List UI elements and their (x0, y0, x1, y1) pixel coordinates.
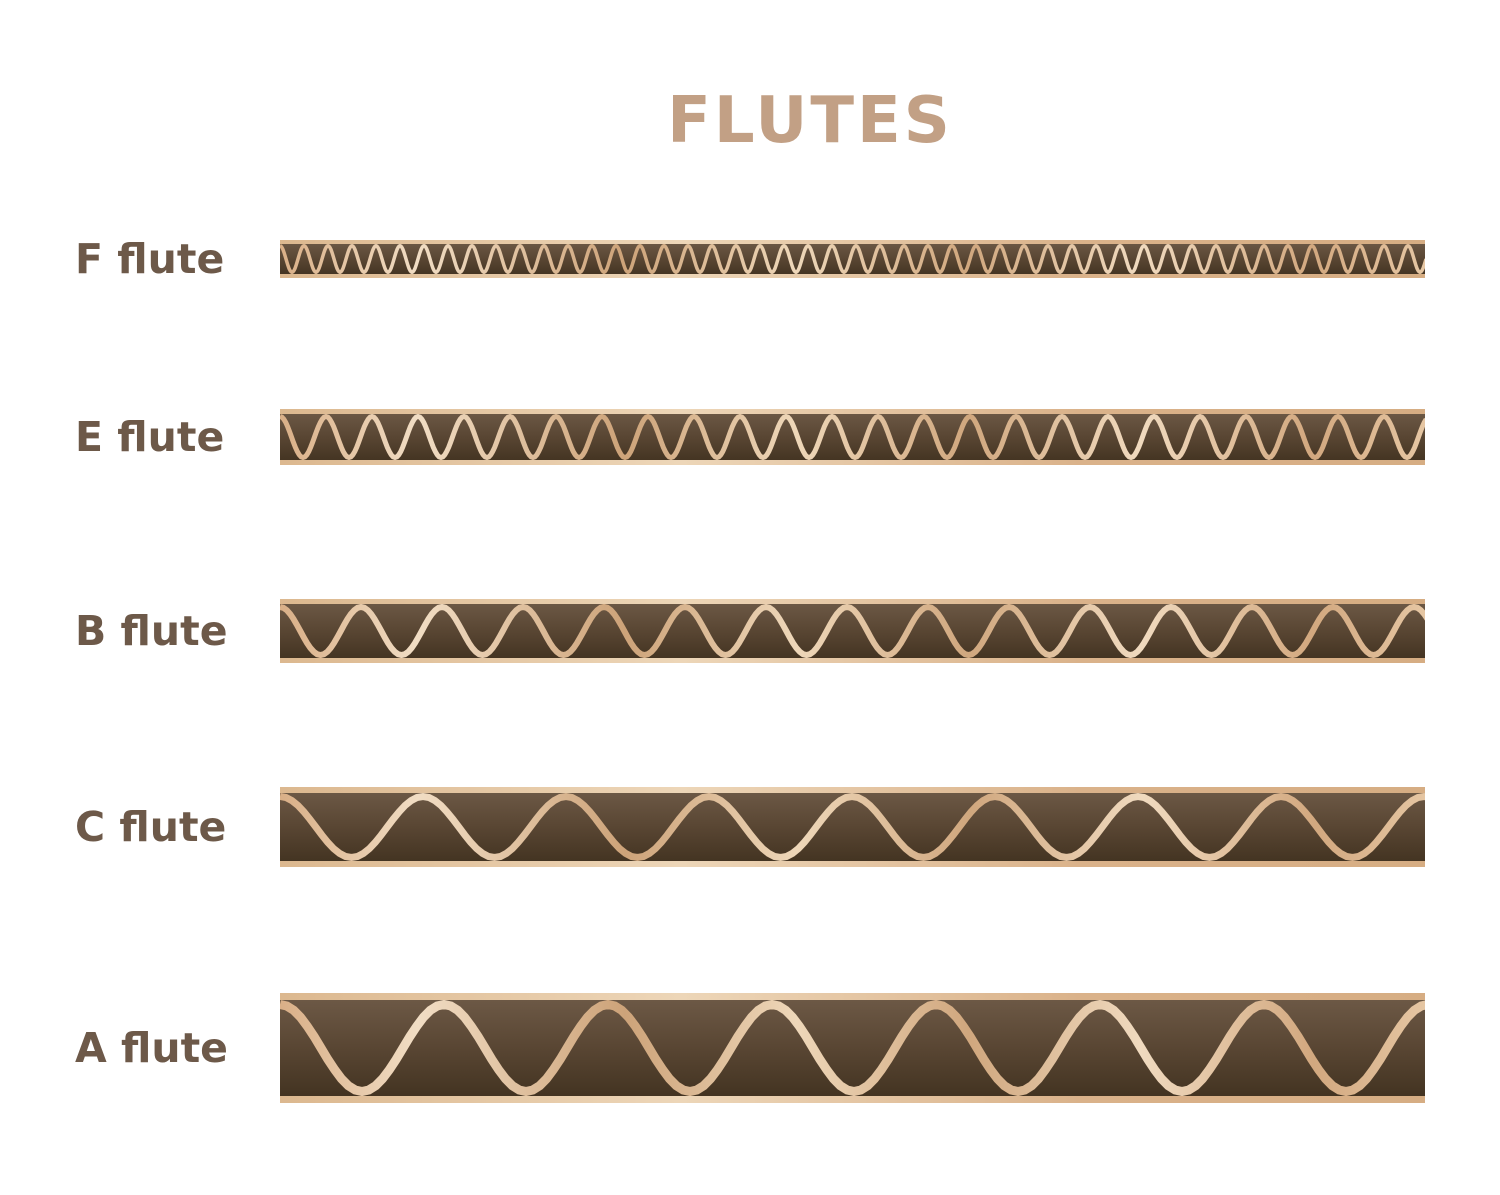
flute-label-f: F flute (75, 235, 225, 283)
flute-strip-e (280, 409, 1425, 465)
flute-strip-a (280, 993, 1425, 1103)
flute-row-f: F flute (75, 235, 1425, 283)
flute-label-e: E flute (75, 413, 225, 461)
flute-row-a: A flute (75, 993, 1425, 1103)
flute-strip-c (280, 787, 1425, 867)
flute-row-e: E flute (75, 409, 1425, 465)
flute-row-c: C flute (75, 787, 1425, 867)
flute-row-b: B flute (75, 599, 1425, 663)
flute-label-a: A flute (75, 1024, 228, 1072)
flute-strip-f (280, 240, 1425, 278)
page-title: FLUTES (667, 84, 953, 158)
flute-label-b: B flute (75, 607, 228, 655)
flute-strip-b (280, 599, 1425, 663)
flute-label-c: C flute (75, 803, 227, 851)
